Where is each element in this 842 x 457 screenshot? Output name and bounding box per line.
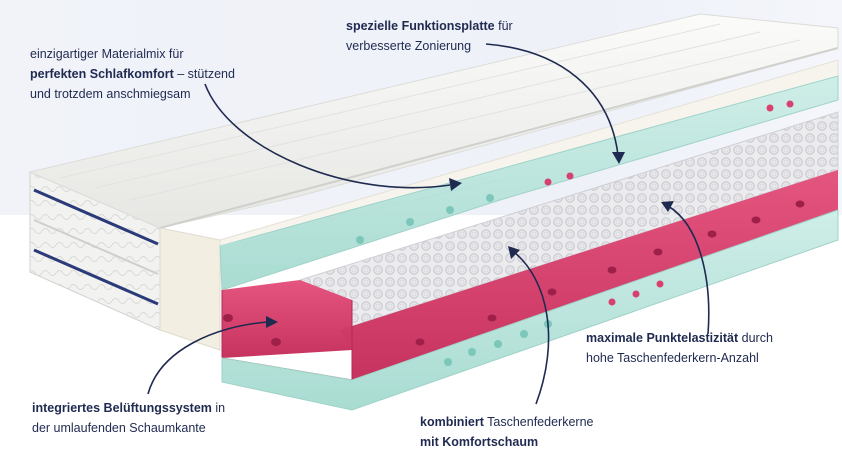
callout-function-plate: spezielle Funktionsplatte für verbessert… (346, 16, 566, 56)
support-foam-frame (221, 170, 838, 381)
arrowhead-material-mix (449, 178, 462, 191)
callout-ventilation-bold: integriertes Belüftungssystem (32, 401, 212, 415)
arrow-combined (513, 251, 550, 405)
arrow-function-plate (485, 43, 619, 156)
arrowhead-point-elasticity (661, 201, 674, 212)
callout-point-elasticity-line2: hohe Taschenfederkern-Anzahl (586, 351, 759, 365)
callout-function-plate-rest: für (494, 19, 513, 33)
mattress-top-cover (28, 13, 839, 229)
callout-material-mix-rest: – stützend (173, 67, 235, 81)
callout-combined-rest: Taschenfederkerne (483, 415, 594, 429)
callout-combined-line2: mit Komfortschaum (420, 435, 539, 449)
callout-combined-bold: kombiniert (420, 415, 484, 429)
callout-material-mix: einzigartiger Materialmix für perfekten … (30, 44, 280, 104)
callout-material-mix-line1: einzigartiger Materialmix für (30, 47, 184, 61)
arrow-ventilation (147, 321, 269, 395)
callout-ventilation-rest: in (211, 401, 226, 415)
arrow-point-elasticity (667, 205, 710, 335)
arrow-heads (266, 152, 674, 328)
callout-function-plate-line2: verbesserte Zonierung (346, 39, 472, 53)
arrowhead-function-plate (612, 152, 625, 164)
callout-arrows (147, 43, 710, 405)
function-plate-layer (219, 75, 839, 291)
callout-point-elasticity: maximale Punktelastizität durch hohe Tas… (586, 328, 836, 368)
callout-function-plate-bold: spezielle Funktionsplatte (346, 19, 495, 33)
callout-material-mix-line3: und trotzdem anschmiegsam (30, 87, 191, 101)
callout-point-elasticity-bold: maximale Punktelastizität (586, 331, 739, 345)
arrow-material-mix (204, 83, 451, 189)
callout-combined: kombiniert Taschenfederkerne mit Komfort… (420, 412, 620, 452)
arrowhead-ventilation (266, 316, 278, 328)
callout-ventilation: integriertes Belüftungssystem in der uml… (32, 398, 272, 438)
base-foam-layer (221, 209, 839, 411)
callout-material-mix-bold: perfekten Schlafkomfort (30, 67, 174, 81)
callout-ventilation-line2: der umlaufenden Schaumkante (32, 421, 206, 435)
callout-point-elasticity-rest: durch (738, 331, 773, 345)
arrowhead-combined (508, 246, 520, 259)
